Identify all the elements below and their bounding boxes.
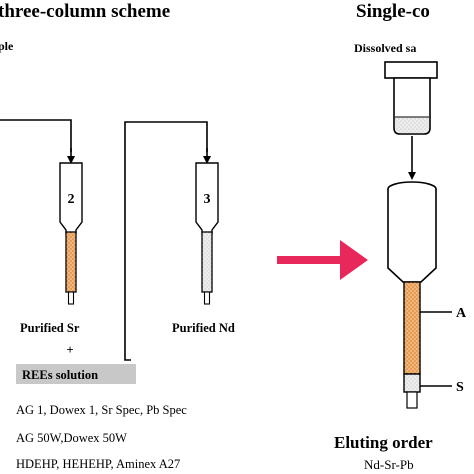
purified-sr-label: Purified Sr [20, 321, 80, 335]
column-2-tip [67, 291, 75, 305]
resin-line-1: AG 1, Dowex 1, Sr Spec, Pb Spec [16, 403, 187, 417]
rees-solution-box [16, 364, 136, 384]
single-column: A S [384, 61, 467, 409]
column-tip [406, 391, 418, 409]
resin-bed-s [403, 373, 421, 393]
resin-bed-a [403, 281, 421, 375]
dissolved-sample-liquid [395, 117, 429, 133]
column-2-resin-bed [65, 231, 77, 293]
right-scheme-heading: Single-co [356, 1, 430, 22]
left-scheme-heading: three-column scheme [0, 1, 170, 22]
resin-line-3: HDEHP, HEHEHP, Aminex A27 [16, 457, 180, 471]
flow-line-to-column-2 [0, 119, 72, 152]
column-3-number: 3 [204, 192, 211, 207]
column-2-number: 2 [68, 192, 75, 207]
eluting-order-sequence: Nd-Sr-Pb [364, 457, 414, 472]
vial-cap [384, 61, 438, 79]
flow-line-to-column-3 [124, 121, 208, 361]
resin-line-2: AG 50W,Dowex 50W [16, 431, 127, 445]
rees-solution-label: REEs solution [22, 368, 98, 382]
dissolved-sample-label: Dissolved sa [354, 41, 416, 55]
marker-s-label: S [456, 380, 464, 395]
column-3: 3 [195, 162, 219, 305]
column-2: 2 [59, 162, 83, 305]
reservoir-body [387, 189, 437, 283]
eluting-order-title: Eluting order [334, 433, 433, 452]
transition-arrow [277, 240, 368, 280]
column-3-tip [203, 291, 211, 305]
purified-nd-label: Purified Nd [172, 321, 235, 335]
column-3-resin-bed [201, 231, 213, 293]
plus-sign: + [66, 343, 73, 357]
left-sample-label: ple [0, 39, 14, 53]
marker-a-label: A [456, 306, 467, 321]
flow-lines [0, 119, 211, 361]
